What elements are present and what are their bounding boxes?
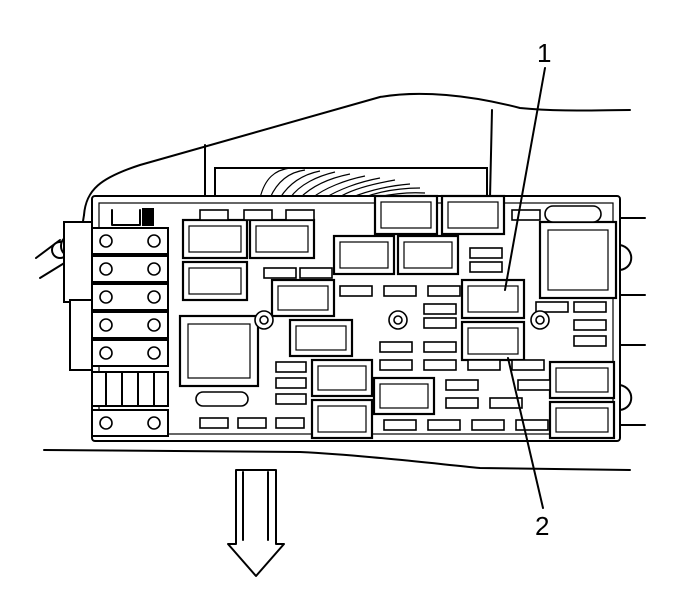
maxi-fuse-column xyxy=(91,227,169,437)
relays xyxy=(178,194,618,440)
callout-2-label: 2 xyxy=(535,511,549,541)
battery-stud-terminal xyxy=(35,208,154,371)
mini-fuses xyxy=(195,205,607,431)
down-arrow-icon xyxy=(227,469,285,577)
wire-harness xyxy=(214,167,488,199)
callout-1-label: 1 xyxy=(537,38,551,68)
mounting-nuts xyxy=(254,310,550,330)
callout-leaders xyxy=(504,67,546,509)
vehicle-panel-outline xyxy=(43,92,631,471)
